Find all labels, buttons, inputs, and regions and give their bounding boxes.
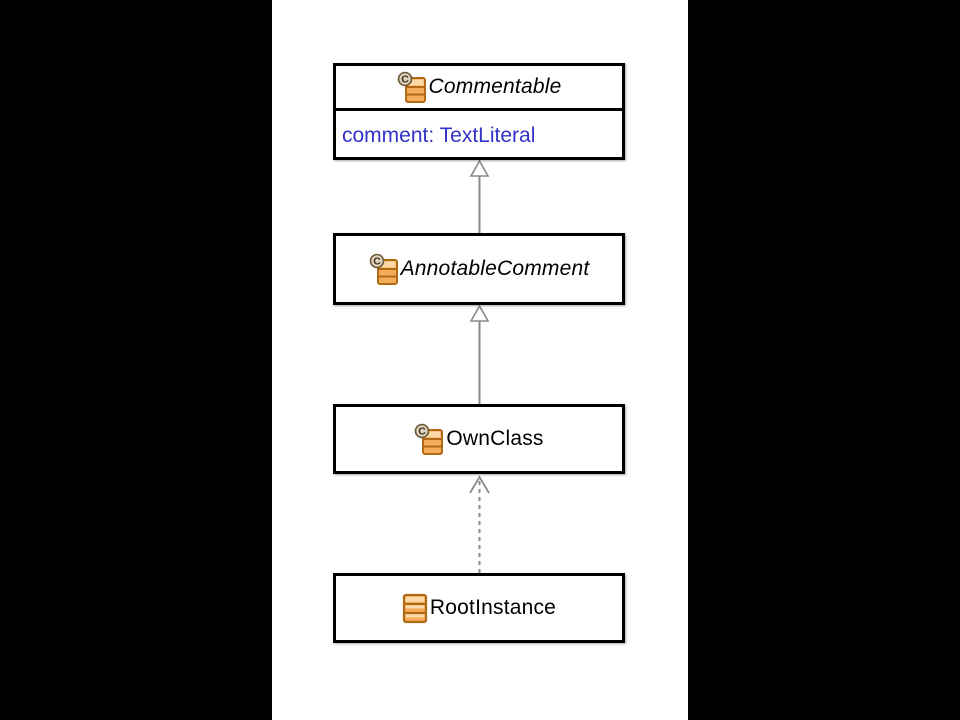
attribute-row[interactable]: comment: TextLiteral (342, 123, 536, 147)
edge-generalization-annotablecomment-to-commentable[interactable] (469, 159, 490, 233)
class-name-label: AnnotableComment (400, 257, 590, 280)
eclass-icon: C (414, 423, 444, 456)
letterbox-right (688, 0, 960, 720)
instance-icon (402, 593, 428, 624)
instance-node-root-instance[interactable]: RootInstance (333, 573, 625, 643)
class-title-compartment: C Commentable (336, 66, 622, 111)
class-node-annotable-comment[interactable]: C AnnotableComment (333, 233, 625, 305)
hollow-triangle-arrowhead-icon (469, 304, 490, 322)
class-node-own-class[interactable]: C OwnClass (333, 404, 625, 474)
instance-name-label: RootInstance (429, 596, 557, 619)
class-name-label: OwnClass (446, 427, 544, 450)
svg-text:C: C (401, 73, 409, 85)
svg-text:C: C (373, 255, 381, 267)
attribute-compartment: comment: TextLiteral (336, 111, 622, 160)
eclass-icon: C (369, 253, 399, 286)
letterbox-left (0, 0, 272, 720)
edge-generalization-ownclass-to-annotablecomment[interactable] (469, 304, 490, 404)
edge-instanceof-rootinstance-to-ownclass[interactable] (469, 475, 490, 573)
hollow-triangle-arrowhead-icon (469, 159, 490, 177)
svg-text:C: C (419, 425, 427, 437)
class-node-commentable[interactable]: C Commentable comment: TextLiteral (333, 63, 625, 160)
class-name-label: Commentable (428, 75, 562, 98)
open-arrowhead-icon (469, 475, 490, 494)
eclass-icon: C (397, 71, 427, 104)
